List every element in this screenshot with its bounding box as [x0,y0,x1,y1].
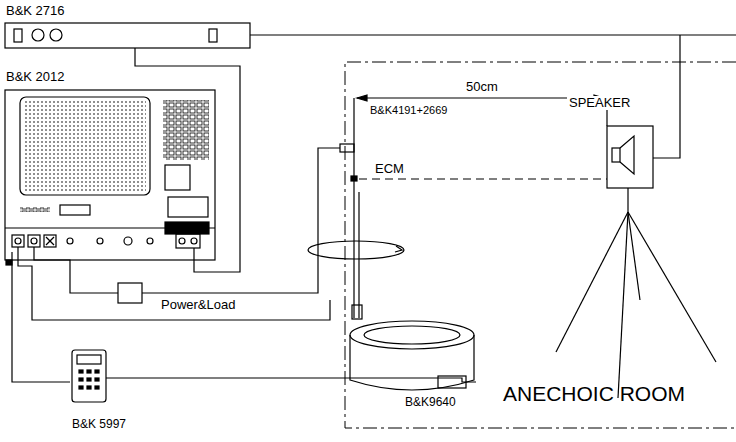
room-region: ANECHOIC ROOM [345,62,736,428]
room-label: ANECHOIC ROOM [503,382,685,406]
device-label: ECM [375,162,404,176]
device-label: B&K 2012 [6,70,65,84]
device-label: B&K9640 [405,396,456,409]
device-label: B&K 5997 [72,418,126,431]
device-label: SPEAKER [567,96,632,110]
room-outline [345,62,736,428]
device-label: B&K4191+2669 [370,104,447,116]
device-label: Power&Load [161,298,235,312]
dimension-label: 50cm [464,80,500,94]
device-label: B&K 2716 [6,4,65,18]
